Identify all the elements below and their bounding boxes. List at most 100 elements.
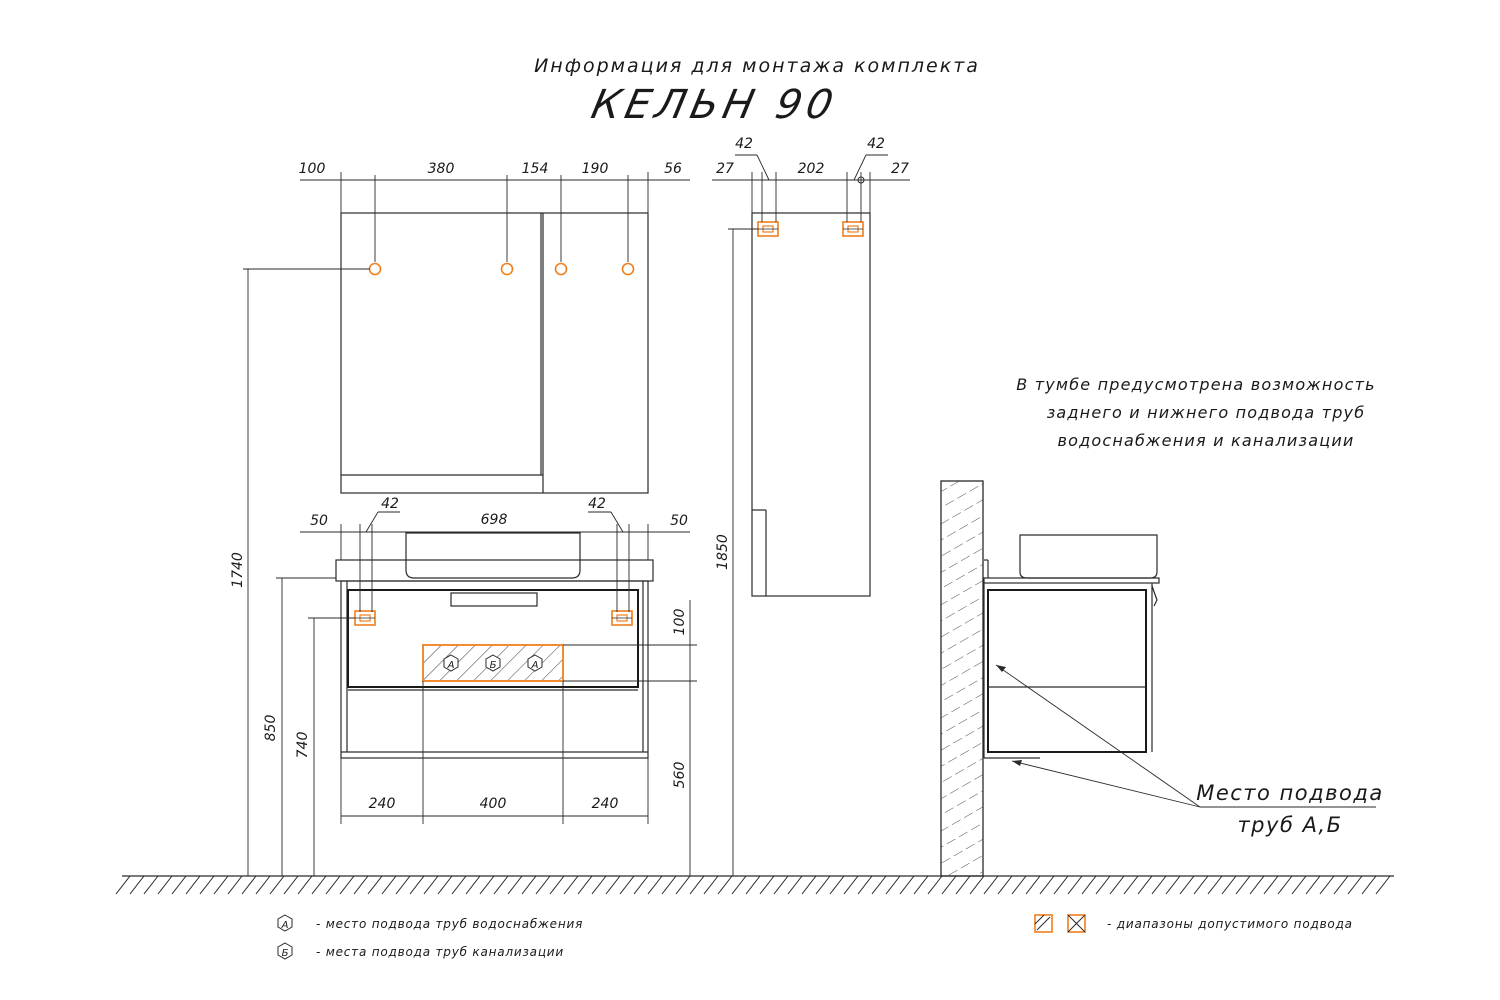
- floor-hatch-tick: [255, 875, 271, 895]
- floor-hatch-tick: [703, 875, 719, 895]
- dim-1850: 1850: [715, 534, 731, 570]
- floor-hatch-tick: [941, 875, 957, 895]
- vanity-front: [335, 532, 654, 759]
- legend-marker-b: Б: [277, 942, 293, 960]
- floor-hatch-tick: [983, 875, 999, 895]
- floor-hatch-tick: [241, 875, 257, 895]
- floor-hatch-tick: [521, 875, 537, 895]
- floor-hatch-tick: [1123, 875, 1139, 895]
- floor-hatch-tick: [451, 875, 467, 895]
- floor-hatch-tick: [647, 875, 663, 895]
- floor-hatch-tick: [1207, 875, 1223, 895]
- mirror-mount-points: [340, 172, 649, 276]
- supply-range-zone: А Б А: [422, 644, 564, 682]
- dim-vanity-50-left: 50: [310, 513, 328, 529]
- floor-hatch-tick: [1347, 875, 1363, 895]
- dim-740: 740: [295, 732, 311, 759]
- dim-side-27-left: 27: [716, 161, 734, 177]
- dim-mirror-154: 154: [522, 161, 549, 177]
- supply-note: В тумбе предусмотрена возможность заднег…: [1016, 375, 1374, 450]
- floor-hatch-tick: [577, 875, 593, 895]
- floor-hatch-tick: [759, 875, 775, 895]
- floor-hatch-tick: [661, 875, 677, 895]
- floor-hatch-tick: [1179, 875, 1195, 895]
- dim-vanity-42-left: 42: [381, 496, 399, 512]
- legend-sewer-text: - места подвода труб канализации: [316, 945, 564, 959]
- height-dims-vanity-right: 100 560: [563, 600, 697, 876]
- floor-hatch-tick: [507, 875, 523, 895]
- title-line2: КЕЛЬН 90: [587, 80, 842, 127]
- floor-hatch-tick: [535, 875, 551, 895]
- floor-hatch-tick: [1221, 875, 1237, 895]
- dim-560: 560: [672, 762, 688, 789]
- floor-hatch-tick: [1151, 875, 1167, 895]
- dim-vanity-42-right: 42: [588, 496, 606, 512]
- floor-hatch-tick: [829, 875, 845, 895]
- floor-hatch-tick: [227, 875, 243, 895]
- floor-hatch-tick: [675, 875, 691, 895]
- floor-hatch-tick: [815, 875, 831, 895]
- note-line3: водоснабжения и канализации: [1057, 431, 1354, 450]
- floor-hatch-tick: [423, 875, 439, 895]
- floor-hatch-tick: [899, 875, 915, 895]
- dim-bottom-240-left: 240: [369, 796, 396, 812]
- floor-hatch-tick: [1291, 875, 1307, 895]
- floor-line: [115, 875, 1394, 895]
- vanity-bracket-right: [611, 610, 633, 626]
- dim-side-42-left: 42: [735, 136, 753, 152]
- floor-hatch-tick: [1319, 875, 1335, 895]
- tall-cabinet: [751, 212, 871, 597]
- floor-hatch-tick: [353, 875, 369, 895]
- floor-hatch-tick: [185, 875, 201, 895]
- floor-hatch-tick: [885, 875, 901, 895]
- floor-hatch-tick: [1333, 875, 1349, 895]
- floor-hatch-tick: [325, 875, 341, 895]
- height-dims-left: 1740 850 740: [230, 268, 370, 876]
- floor-hatch-tick: [1165, 875, 1181, 895]
- floor-hatch-tick: [1277, 875, 1293, 895]
- floor-hatch-tick: [1193, 875, 1209, 895]
- dim-mirror-190: 190: [582, 161, 609, 177]
- callout: Место подвода труб А,Б: [995, 664, 1384, 837]
- floor-hatch-tick: [619, 875, 635, 895]
- vanity-top-dims: 50 42 698 42 50: [300, 496, 690, 612]
- tall-bracket-left: [757, 221, 779, 237]
- tall-cabinet-dims: 27 42 202 42 27 1850: [712, 136, 910, 876]
- floor-hatch-tick: [787, 875, 803, 895]
- floor-hatch-tick: [969, 875, 985, 895]
- dim-vanity-698: 698: [481, 512, 508, 528]
- mirror-cabinet: [340, 212, 649, 494]
- note-line2: заднего и нижнего подвода труб: [1047, 403, 1366, 422]
- legend-cross-swatch: [1067, 914, 1086, 933]
- floor-hatch-tick: [801, 875, 817, 895]
- floor-hatch-tick: [1039, 875, 1055, 895]
- legend-range-text: - диапазоны допустимого подвода: [1107, 917, 1353, 931]
- dim-bottom-240-right: 240: [592, 796, 619, 812]
- callout-line2: труб А,Б: [1237, 813, 1342, 837]
- floor-hatch-tick: [409, 875, 425, 895]
- floor-hatch-tick: [115, 875, 131, 895]
- floor-hatch-tick: [1081, 875, 1097, 895]
- floor-hatch-tick: [283, 875, 299, 895]
- svg-text:Б: Б: [490, 660, 497, 671]
- legend-water-text: - место подвода труб водоснабжения: [316, 917, 583, 931]
- floor-hatch-tick: [871, 875, 887, 895]
- floor-hatch-tick: [437, 875, 453, 895]
- legend-marker-a: А: [277, 914, 293, 932]
- floor-hatch-tick: [367, 875, 383, 895]
- svg-text:А: А: [447, 660, 455, 671]
- floor-hatch-tick: [1305, 875, 1321, 895]
- floor-hatch-tick: [297, 875, 313, 895]
- title-line1: Информация для монтажа комплекта: [534, 55, 980, 77]
- tall-bracket-right: [842, 221, 864, 237]
- floor-hatch-tick: [1137, 875, 1153, 895]
- floor-hatch-tick: [689, 875, 705, 895]
- floor-hatch-tick: [955, 875, 971, 895]
- floor-hatch-tick: [171, 875, 187, 895]
- floor-hatch-tick: [927, 875, 943, 895]
- floor-hatch-tick: [773, 875, 789, 895]
- dim-mirror-56: 56: [664, 161, 682, 177]
- callout-line1: Место подвода: [1196, 781, 1384, 805]
- dim-side-42-right: 42: [867, 136, 885, 152]
